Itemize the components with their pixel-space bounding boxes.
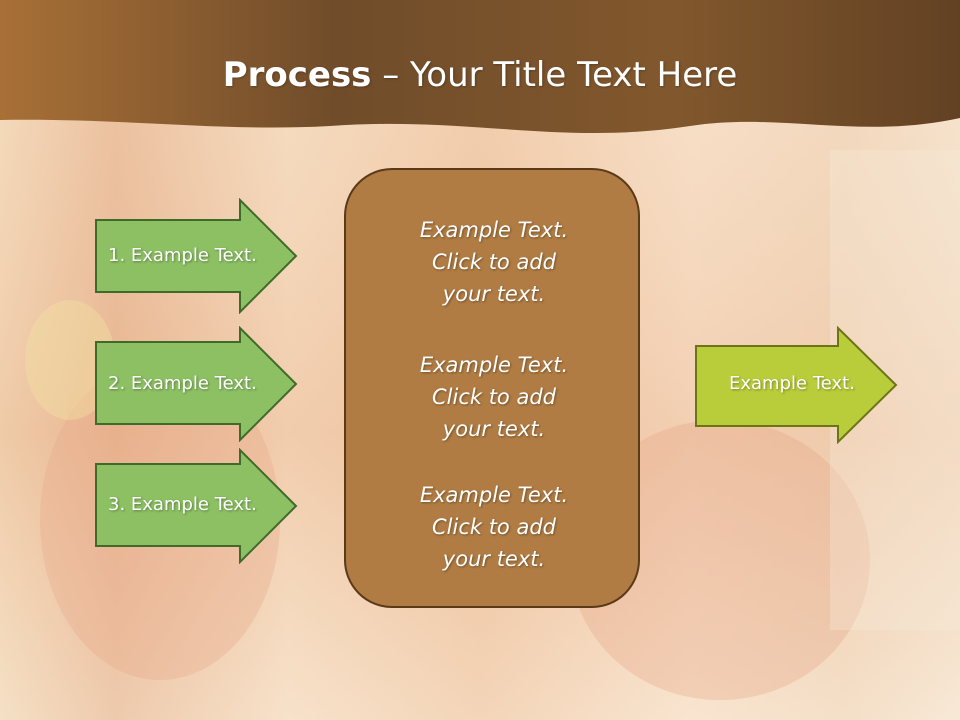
process-text-1-line-2: Click to add (431, 250, 556, 274)
process-text-3-line-2: Click to add (431, 515, 556, 539)
slide-title: Process – Your Title Text Here (0, 52, 960, 98)
process-text-3-line-3: your text. (442, 547, 546, 571)
process-text-2-line-1: Example Text. (419, 353, 569, 377)
process-text-3: Example Text. Click to add your text. (346, 479, 642, 575)
input-arrow-3-label: 3. Example Text. (108, 494, 257, 515)
process-text-2-line-2: Click to add (431, 385, 556, 409)
process-text-1: Example Text. Click to add your text. (346, 214, 642, 310)
process-text-2-line-3: your text. (442, 417, 546, 441)
process-text-1-line-3: your text. (442, 282, 546, 306)
process-text-1-line-1: Example Text. (419, 218, 569, 242)
process-box: Example Text. Click to add your text. Ex… (344, 168, 640, 608)
input-arrow-1 (95, 198, 298, 314)
process-text-2: Example Text. Click to add your text. (346, 349, 642, 445)
input-arrow-2-label: 2. Example Text. (108, 373, 257, 394)
output-arrow (695, 326, 898, 444)
input-arrow-2 (95, 326, 298, 442)
title-rest: – Your Title Text Here (371, 55, 738, 95)
output-arrow-label: Example Text. (729, 373, 855, 394)
input-arrow-1-label: 1. Example Text. (108, 245, 257, 266)
title-bold: Process (222, 55, 372, 95)
input-arrow-3 (95, 448, 298, 564)
process-text-3-line-1: Example Text. (419, 483, 569, 507)
